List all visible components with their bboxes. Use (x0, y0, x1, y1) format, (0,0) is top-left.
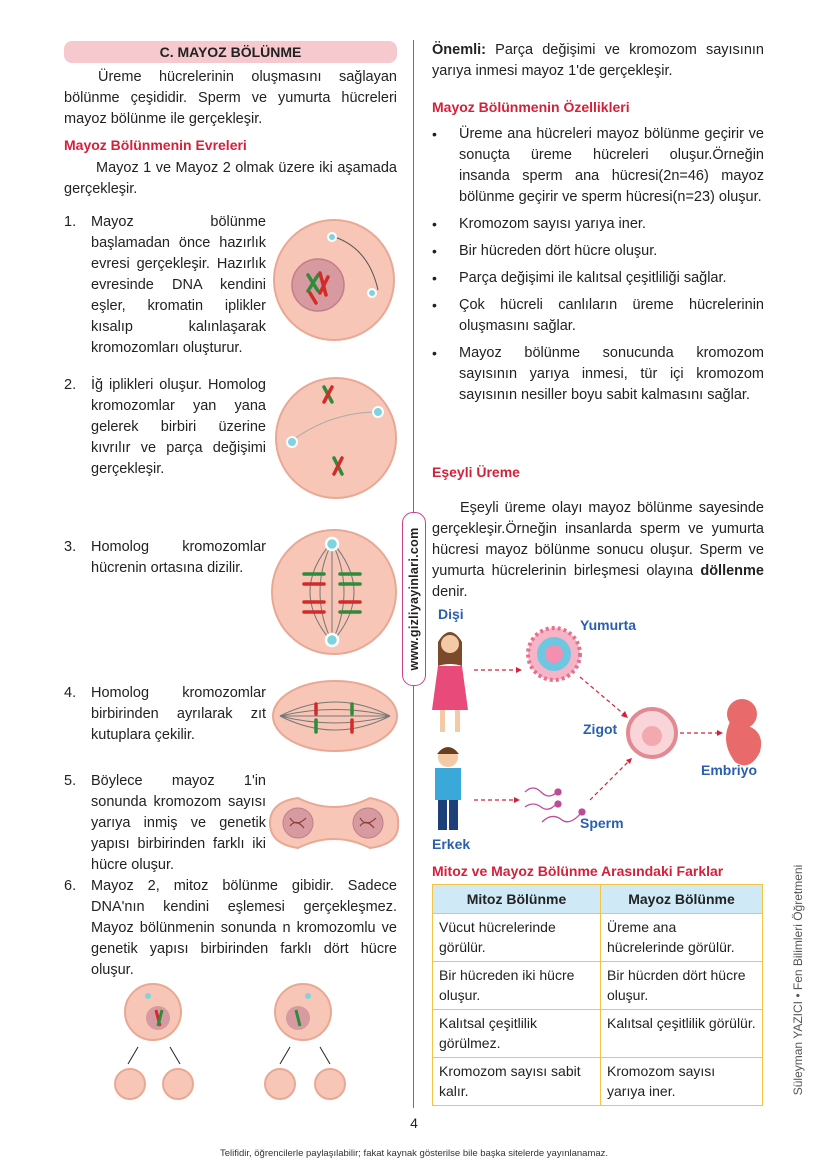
section-title: C. MAYOZ BÖLÜNME (64, 41, 397, 63)
step-text: Mayoz 2, mitoz bölünme gibidir. Sadece D… (91, 878, 397, 978)
step-text: Homolog kromozomlar hücrenin ortasına di… (91, 539, 266, 576)
cell-illustration-5 (268, 796, 400, 850)
step-number: 6. (64, 878, 77, 894)
cell-illustration-2 (275, 377, 397, 499)
feature-text: Kromozom sayısı yarıya iner. (459, 216, 646, 232)
zygote-cell (626, 707, 678, 759)
note-label: Önemli: (432, 42, 486, 58)
important-note: Önemli: Parça değişimi ve kromozom sayıs… (432, 40, 764, 82)
sexual-reproduction-heading: Eşeyli Üreme (432, 464, 520, 480)
table-cell: Kromozom sayısı yarıya iner. (600, 1057, 763, 1106)
header-mitosis: Mitoz Bölünme (432, 884, 601, 914)
list-item: •Mayoz bölünme sonucunda kromozom sayısı… (432, 345, 764, 403)
comparison-table-heading: Mitoz ve Mayoz Bölünme Arasındaki Farkla… (432, 863, 724, 879)
egg-cell (526, 626, 582, 682)
table-cell: Vücut hücrelerinde görülür. (432, 913, 601, 962)
female-figure (432, 632, 468, 732)
sexual-text-pre: Eşeyli üreme olayı mayoz bölünme sayesin… (432, 500, 764, 579)
table-row: Vücut hücrelerinde görülür. Üreme ana hü… (432, 913, 763, 962)
step-number: 4. (64, 685, 77, 701)
feature-text: Mayoz bölünme sonucunda kromozom sayısın… (459, 345, 764, 403)
step-number: 5. (64, 773, 77, 789)
website-badge: www.gizliyayinlari.com (402, 512, 426, 686)
table-row: Kalıtsal çeşitlilik görülmez. Kalıtsal ç… (432, 1009, 763, 1058)
website-text: www.gizliyayinlari.com (407, 527, 421, 671)
step-6: 6. Mayoz 2, mitoz bölünme gibidir. Sadec… (64, 876, 397, 981)
cell-illustration-6 (114, 983, 346, 1100)
step-2: 2. İğ iplikleri oluşur. Homolog kromozom… (64, 375, 266, 480)
sperm-cells (524, 787, 586, 823)
table-cell: Bir hücreden iki hücre oluşur. (432, 961, 601, 1010)
cell-illustration-3 (271, 529, 397, 655)
feature-text: Üreme ana hücreleri mayoz bölünme geçiri… (459, 126, 764, 205)
step-text: İğ iplikleri oluşur. Homolog kromozomlar… (91, 377, 266, 477)
intro-paragraph: Üreme hücrelerinin oluşmasını sağlayan b… (64, 69, 397, 127)
table-row: Kromozom sayısı sabit kalır. Kromozom sa… (432, 1057, 763, 1106)
fertilization-diagram (432, 626, 762, 830)
step-text: Mayoz bölünme başlamadan önce hazırlık e… (91, 214, 266, 356)
embryo-label: Embriyo (701, 762, 758, 778)
list-item: •Kromozom sayısı yarıya iner. (432, 216, 646, 232)
table-cell: Kalıtsal çeşitlilik görülür. (600, 1009, 763, 1058)
copyright-footer: Telifidir, öğrencilerle paylaşılabilir; … (219, 1148, 609, 1159)
step-text: Böylece mayoz 1'in sonunda kromozom sayı… (91, 773, 266, 873)
step-4: 4. Homolog kromozomlar birbirinden ayrıl… (64, 683, 266, 746)
female-label: Dişi (438, 606, 464, 622)
step-number: 2. (64, 377, 77, 393)
table-cell: Üreme ana hücrelerinde görülür. (600, 913, 763, 962)
embryo-figure (726, 699, 762, 766)
cell-illustration-1 (273, 219, 395, 341)
sexual-text-post: denir. (432, 584, 468, 600)
list-item: •Üreme ana hücreleri mayoz bölünme geçir… (432, 126, 764, 205)
egg-label: Yumurta (580, 617, 637, 633)
sexual-reproduction-text: Eşeyli üreme olayı mayoz bölünme sayesin… (432, 498, 764, 603)
cell-illustration-4 (272, 680, 398, 752)
male-label: Erkek (432, 836, 471, 852)
step-number: 1. (64, 214, 77, 230)
zygote-label: Zigot (583, 721, 618, 737)
header-meiosis: Mayoz Bölünme (600, 884, 763, 914)
table-header-row: Mitoz Bölünme Mayoz Bölünme (432, 884, 763, 914)
male-figure (435, 747, 461, 830)
feature-text: Parça değişimi ile kalıtsal çeşitliliği … (459, 270, 727, 286)
table-cell: Kromozom sayısı sabit kalır. (432, 1057, 601, 1106)
fertilization-term: döllenme (700, 563, 764, 579)
step-1: 1. Mayoz bölünme başlamadan önce hazırlı… (64, 212, 266, 359)
list-item: •Parça değişimi ile kalıtsal çeşitliliği… (432, 270, 727, 286)
list-item: •Bir hücreden dört hücre oluşur. (432, 243, 658, 259)
feature-text: Bir hücreden dört hücre oluşur. (459, 243, 658, 259)
step-5: 5. Böylece mayoz 1'in sonunda kromozom s… (64, 771, 266, 876)
page-number: 4 (410, 1115, 418, 1131)
author-credit-text: Süleyman YAZICI • Fen Bilimleri Öğretmen… (791, 864, 805, 1096)
table-cell: Bir hücrden dört hücre oluşur. (600, 961, 763, 1010)
comparison-table: Mitoz Bölünme Mayoz Bölünme Vücut hücrel… (432, 884, 763, 1106)
sperm-label: Sperm (580, 815, 624, 831)
step-text: Homolog kromozomlar birbirinden ayrılara… (91, 685, 266, 743)
step-3: 3. Homolog kromozomlar hücrenin ortasına… (64, 537, 266, 579)
note-text: Parça değişimi ve kromozom sayısının yar… (432, 42, 764, 79)
author-credit: Süleyman YAZICI • Fen Bilimleri Öğretmen… (788, 850, 808, 1110)
feature-text: Çok hücreli canlıların üreme hücrelerini… (459, 297, 764, 334)
features-list: •Üreme ana hücreleri mayoz bölünme geçir… (432, 124, 764, 412)
list-item: •Çok hücreli canlıların üreme hücrelerin… (432, 297, 764, 334)
table-row: Bir hücreden iki hücre oluşur. Bir hücrd… (432, 961, 763, 1010)
step-number: 3. (64, 539, 77, 555)
features-heading: Mayoz Bölünmenin Özellikleri (432, 99, 630, 115)
phases-intro: Mayoz 1 ve Mayoz 2 olmak üzere iki aşama… (64, 160, 397, 197)
table-cell: Kalıtsal çeşitlilik görülmez. (432, 1009, 601, 1058)
phases-heading: Mayoz Bölünmenin Evreleri (64, 137, 247, 153)
